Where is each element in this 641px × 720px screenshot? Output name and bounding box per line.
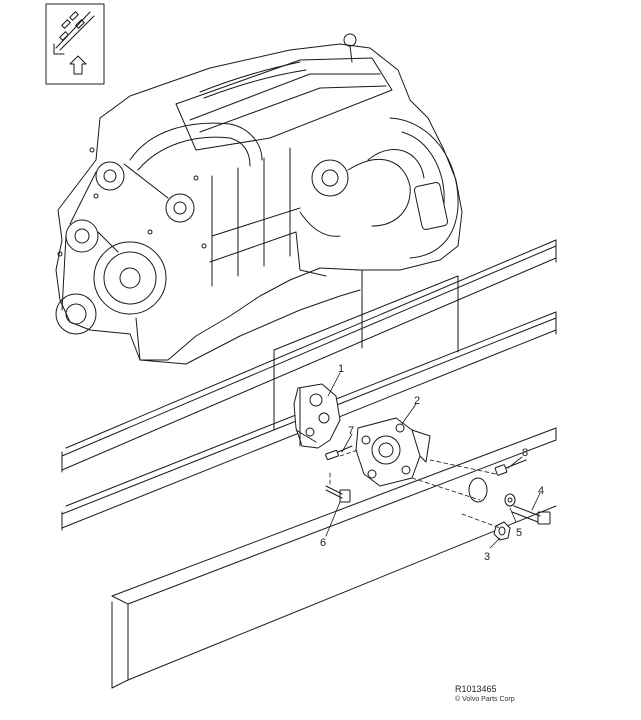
part-stud-6 xyxy=(325,485,351,503)
callout-leaders xyxy=(325,372,541,549)
copyright-notice: © Volvo Parts Corp xyxy=(455,696,515,703)
part-mount-cushion xyxy=(355,417,431,487)
part-bolt-8 xyxy=(494,459,527,476)
part-nut-3 xyxy=(493,521,511,541)
callout-3: 3 xyxy=(484,551,490,563)
callout-2: 2 xyxy=(414,395,420,407)
callout-8: 8 xyxy=(522,447,528,459)
vehicle-location-icon xyxy=(53,11,95,75)
figure-reference-number: R1013465 xyxy=(455,684,497,694)
part-washer-5 xyxy=(468,477,516,507)
part-engine-mount-bracket xyxy=(293,383,341,449)
frame-rail-upper xyxy=(61,239,557,473)
engine-assembly xyxy=(55,33,463,365)
frame-rail-front xyxy=(111,427,557,689)
assembly-dash-lines xyxy=(329,449,501,529)
callout-6: 6 xyxy=(320,537,326,549)
part-bolt-7 xyxy=(325,445,353,461)
location-inset xyxy=(45,3,105,85)
callout-1: 1 xyxy=(338,363,344,375)
callout-5: 5 xyxy=(516,527,522,539)
part-bolt-4 xyxy=(511,505,551,525)
callout-7: 7 xyxy=(348,425,354,437)
callout-4: 4 xyxy=(538,485,544,497)
